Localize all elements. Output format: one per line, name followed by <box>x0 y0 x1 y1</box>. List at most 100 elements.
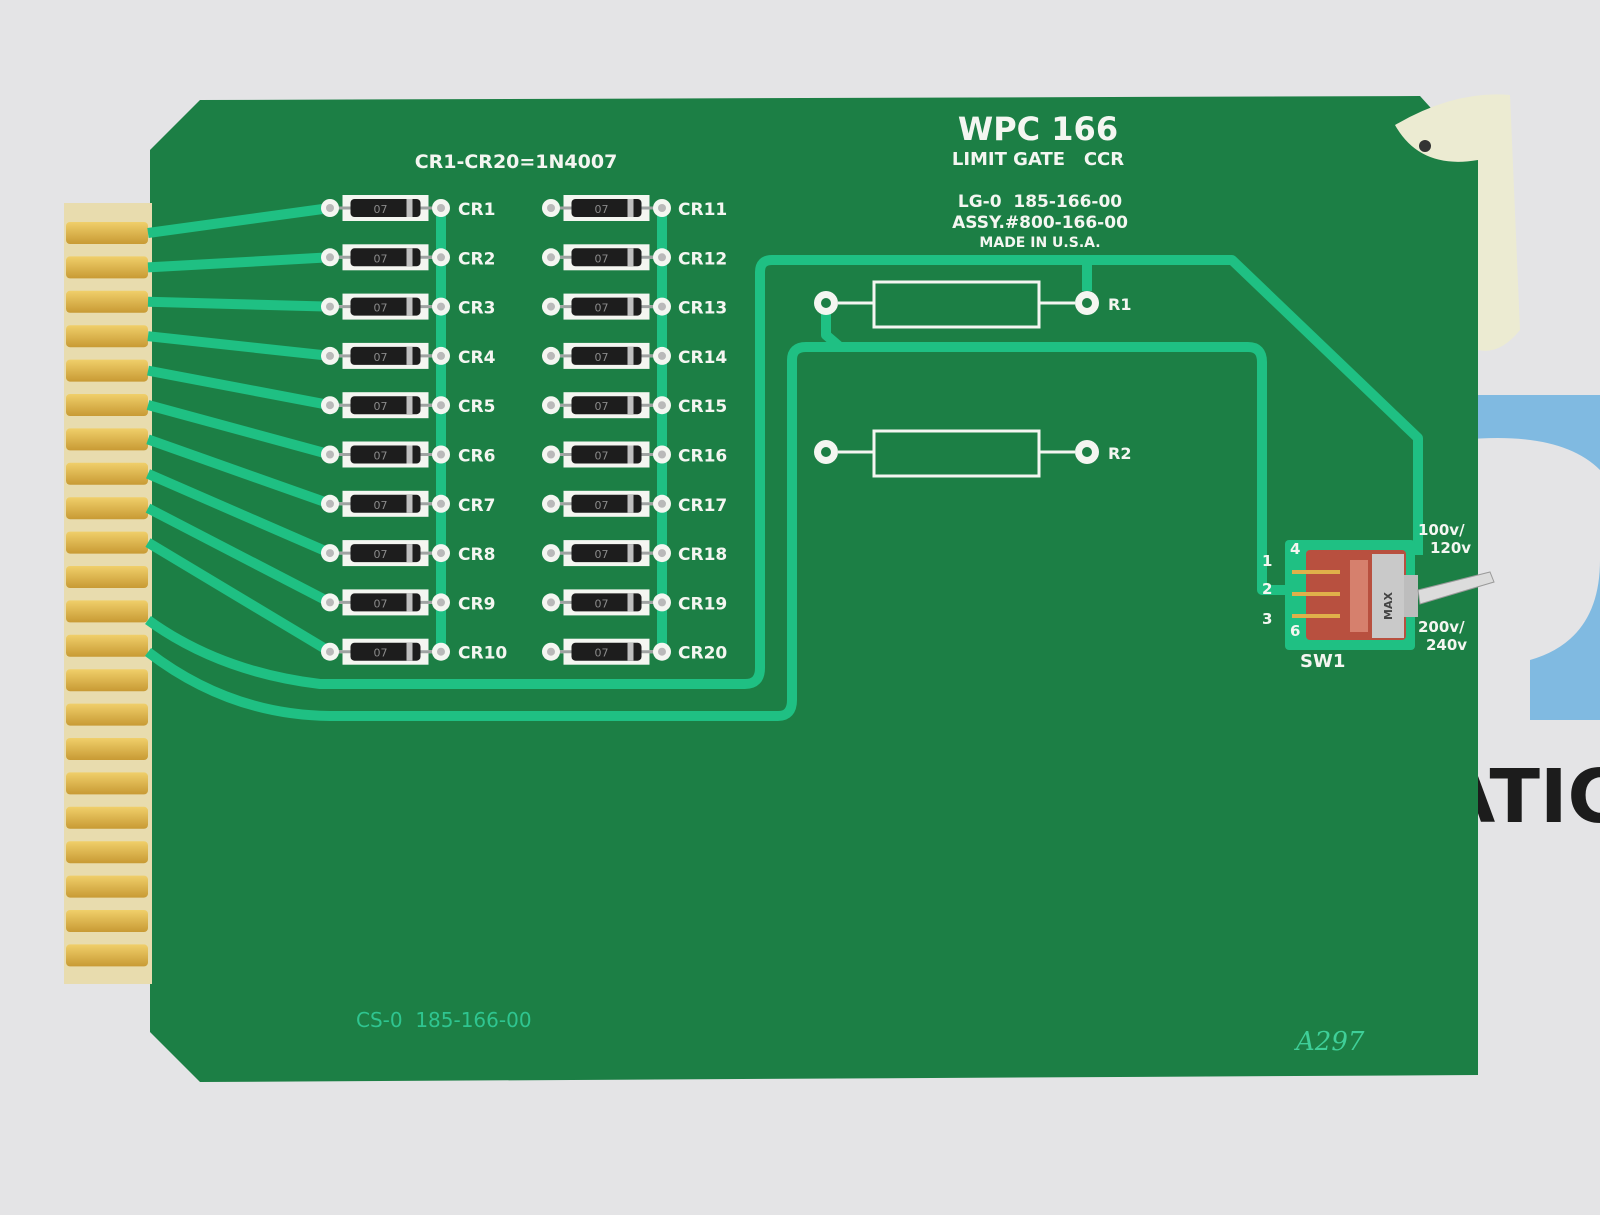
switch-ref-label: SW1 <box>1300 651 1345 672</box>
switch-face <box>1350 560 1368 632</box>
resistor-r1: R1 <box>814 280 1131 329</box>
diode-body <box>571 248 642 267</box>
switch-bushing <box>1404 575 1418 617</box>
gold-finger <box>66 497 148 520</box>
trace <box>147 296 331 312</box>
diode-cathode-band <box>627 445 634 464</box>
diode-label-cr18: CR18 <box>678 545 727 565</box>
diode-body-text: 07 <box>374 252 388 265</box>
switch-pin-1: 1 <box>1262 552 1272 570</box>
gold-finger <box>66 256 148 279</box>
diode-cathode-band <box>406 297 413 316</box>
diode-label-cr8: CR8 <box>458 545 495 565</box>
gold-finger <box>66 359 148 382</box>
diode-label-cr17: CR17 <box>678 496 727 516</box>
gold-finger <box>66 806 148 829</box>
gold-finger <box>66 944 148 967</box>
switch-label-top-2: 120v <box>1430 539 1471 557</box>
switch-label-top-1: 100v/ <box>1418 521 1465 539</box>
diode-cathode-band <box>406 248 413 267</box>
diode-label-cr13: CR13 <box>678 299 727 319</box>
diode-body-text: 07 <box>595 302 609 315</box>
gold-finger <box>66 462 148 485</box>
gold-finger <box>66 222 148 244</box>
diode-cathode-band <box>627 642 634 661</box>
trace <box>147 252 331 273</box>
diode-body-text: 07 <box>374 499 388 512</box>
gold-finger <box>66 634 148 657</box>
diode-label-cr12: CR12 <box>678 249 727 269</box>
trace-loop-outer <box>145 255 1423 689</box>
diode-cathode-band <box>406 396 413 415</box>
diode-body <box>350 396 421 415</box>
trace <box>145 538 333 656</box>
trace <box>147 203 331 238</box>
gold-finger <box>66 910 148 932</box>
diode-cathode-band <box>627 297 634 316</box>
diode-body <box>571 544 642 563</box>
diode-body <box>571 445 642 464</box>
diode-body-text: 07 <box>595 351 609 364</box>
diode-body <box>571 593 642 612</box>
diode-cathode-band <box>406 593 413 612</box>
diode-label-cr15: CR15 <box>678 397 727 417</box>
diode-body <box>571 346 642 365</box>
gold-finger <box>66 566 148 588</box>
gold-finger <box>66 600 148 623</box>
diode-cathode-band <box>627 199 634 217</box>
diode-body <box>350 642 421 661</box>
trace <box>147 365 331 411</box>
board-title: WPC 166 <box>958 110 1118 148</box>
diode-body <box>571 396 642 415</box>
diode-body-text: 07 <box>374 400 388 413</box>
gold-finger <box>66 428 148 451</box>
diode-body-text: 07 <box>595 203 609 216</box>
switch-body-text: MAX <box>1382 592 1395 620</box>
assembly-number: ASSY.#800-166-00 <box>952 213 1128 233</box>
gold-finger <box>66 394 148 416</box>
switch-pin-6: 6 <box>1290 622 1300 640</box>
gold-finger <box>66 703 148 726</box>
diode-body <box>350 593 421 612</box>
diode-body-text: 07 <box>595 450 609 463</box>
trace <box>146 469 332 558</box>
diode-body <box>571 297 642 316</box>
diode-body-text: 07 <box>595 252 609 265</box>
switch-lever[interactable] <box>1417 571 1495 605</box>
trace <box>146 434 332 509</box>
diode: 07 CR11 <box>542 195 727 221</box>
gold-finger <box>66 772 148 795</box>
diode-label-cr6: CR6 <box>458 447 495 467</box>
switch-label-bottom-1: 200v/ <box>1418 618 1465 636</box>
diode-label-cr20: CR20 <box>678 644 727 664</box>
copper-marking: CS-0 185-166-00 <box>356 1008 532 1032</box>
diode-cathode-band <box>627 544 634 563</box>
diode-label-cr10: CR10 <box>458 644 507 664</box>
diode-body-text: 07 <box>374 351 388 364</box>
resistor-r2: R2 <box>814 429 1131 478</box>
diode-cathode-band <box>406 642 413 661</box>
gold-finger <box>66 325 148 348</box>
ejector-hole <box>1419 140 1431 152</box>
diode: 07 CR18 <box>542 540 727 567</box>
toggle-switch-sw1[interactable]: MAX 1 2 3 4 6 <box>1262 540 1495 650</box>
switch-label-bottom-2: 240v <box>1426 636 1467 654</box>
diode-label-cr11: CR11 <box>678 200 727 220</box>
diode-body <box>350 199 421 217</box>
diode-label-cr19: CR19 <box>678 594 727 614</box>
diode-body <box>350 248 421 267</box>
diode-body-text: 07 <box>374 302 388 315</box>
diode-body-text: 07 <box>595 548 609 561</box>
diode-body-text: 07 <box>374 450 388 463</box>
diode: 07 CR12 <box>542 244 727 271</box>
board-subtitle: LIMIT GATE CCR <box>952 149 1124 170</box>
